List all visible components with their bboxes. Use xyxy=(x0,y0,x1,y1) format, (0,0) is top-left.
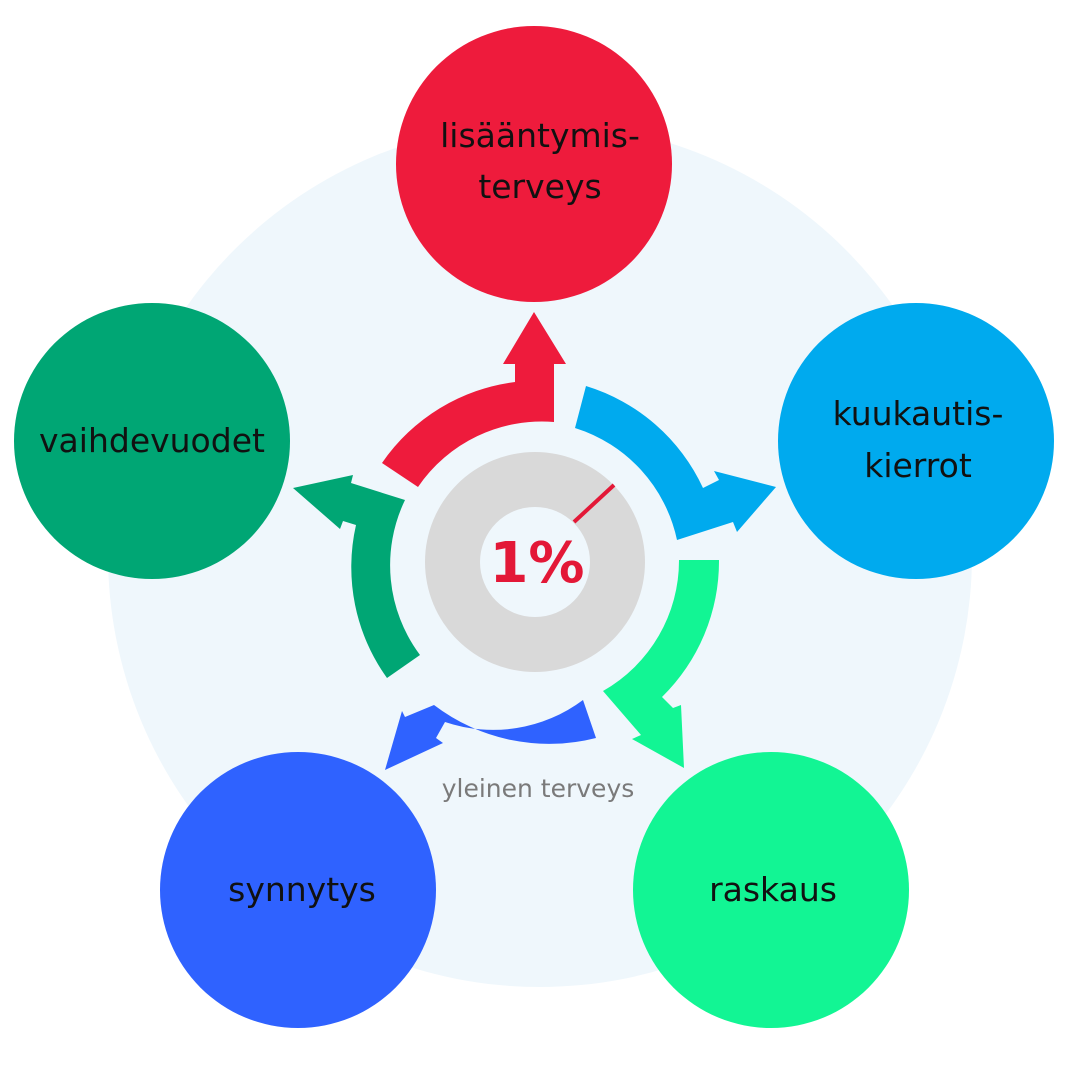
node-circle xyxy=(778,303,1054,579)
node-circle xyxy=(396,26,672,302)
node-vaihdevuodet: vaihdevuodet xyxy=(14,303,290,579)
center-label: yleinen terveys xyxy=(442,774,635,803)
cycle-arrows xyxy=(293,312,776,770)
node-lisaantymisterveys: lisääntymis- terveys xyxy=(396,26,672,302)
node-kuukautiskierrot: kuukautis- kierrot xyxy=(778,303,1054,579)
arrow-raskaus xyxy=(603,560,720,768)
node-circle xyxy=(633,752,909,1028)
node-label-line: kierrot xyxy=(864,446,972,485)
node-synnytys: synnytys xyxy=(160,752,436,1028)
node-raskaus: raskaus xyxy=(633,752,909,1028)
percent-marker xyxy=(572,483,616,524)
arrow-lisaantymisterveys xyxy=(382,312,566,487)
node-label-line: synnytys xyxy=(228,870,376,909)
percent-label: 1% xyxy=(489,531,584,596)
center-donut-hole xyxy=(480,507,590,617)
node-circle xyxy=(160,752,436,1028)
node-label-line: lisääntymis- xyxy=(440,116,640,155)
arrow-kuukautiskierrot xyxy=(575,386,776,540)
node-label-line: raskaus xyxy=(709,870,837,909)
node-label-line: terveys xyxy=(478,167,601,206)
node-circle xyxy=(14,303,290,579)
arrow-synnytys xyxy=(385,700,596,770)
node-label-line: vaihdevuodet xyxy=(39,421,265,460)
node-label-line: kuukautis- xyxy=(833,394,1004,433)
arrow-vaihdevuodet xyxy=(293,475,420,678)
